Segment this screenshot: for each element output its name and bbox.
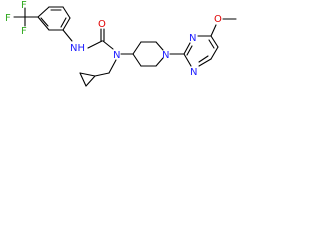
phenyl-bond-1 [37, 6, 50, 18]
bond-carbonyl-n [102, 40, 114, 50]
fluorine-left-label: F [5, 13, 11, 24]
molecule-structure-canvas: F F F NH O N [0, 0, 250, 107]
piperidine-bond-4 [155, 57, 164, 67]
pyrimidine-bond-5 [198, 58, 212, 67]
phenyl-bond-4 [62, 17, 71, 31]
piperidine-bond-6 [132, 53, 142, 67]
pyrimidine-bond-1 [183, 42, 191, 55]
phenyl-ring [37, 6, 71, 31]
trifluoromethyl-group: F F F [5, 0, 39, 37]
cyclopropyl-bond-1 [79, 72, 96, 77]
cyclopropyl-bond-3 [85, 75, 96, 87]
urea-nitrogen-label: N [113, 50, 120, 61]
bond-pyrimidine-methoxy-o [210, 24, 217, 37]
phenyl-bond-6 [37, 16, 50, 31]
pyrimidine-bond-3 [210, 35, 219, 48]
fluorine-top-label: F [21, 0, 27, 11]
cyclopropylmethyl-group [79, 59, 117, 87]
molecule-diagram: F F F NH O N [5, 0, 237, 87]
carbonyl-oxygen-label: O [98, 19, 106, 30]
piperidine-bond-1 [132, 41, 142, 55]
bond-nh-carbonyl [87, 40, 103, 49]
bond-ch2-cyclopropyl [94, 72, 110, 77]
pyrimidine-double-bond-3 [198, 55, 209, 63]
bond-aryl-nh [62, 29, 73, 42]
pyrimidine-nitrogen-top-label: N [189, 33, 196, 44]
bond-n-ch2 [108, 59, 117, 74]
cyclopropyl-bond-2 [79, 72, 87, 87]
piperidine-nitrogen-label: N [162, 50, 169, 61]
phenyl-bond-3 [62, 6, 71, 19]
amine-nh-label: NH [70, 43, 85, 54]
pyrimidine-bond-4 [210, 46, 219, 60]
methoxy-group: O [210, 14, 237, 37]
pyrimidine-nitrogen-bottom-label: N [190, 67, 197, 78]
phenyl-double-bond-3 [40, 17, 49, 27]
methoxy-oxygen-label: O [214, 14, 222, 25]
piperidine-bond-3 [155, 41, 164, 51]
urea-linker: NH O N [62, 19, 120, 61]
phenyl-double-bond-2 [60, 17, 67, 28]
pyrimidine-double-bond-1 [186, 45, 193, 56]
pyrimidine-bond-6 [183, 53, 192, 67]
fluorine-bottom-label: F [21, 26, 27, 37]
pyrimidine-double-bond-2 [208, 39, 215, 49]
pyrimidine-ring: N N [169, 33, 219, 78]
piperidine-ring: N [120, 41, 169, 67]
